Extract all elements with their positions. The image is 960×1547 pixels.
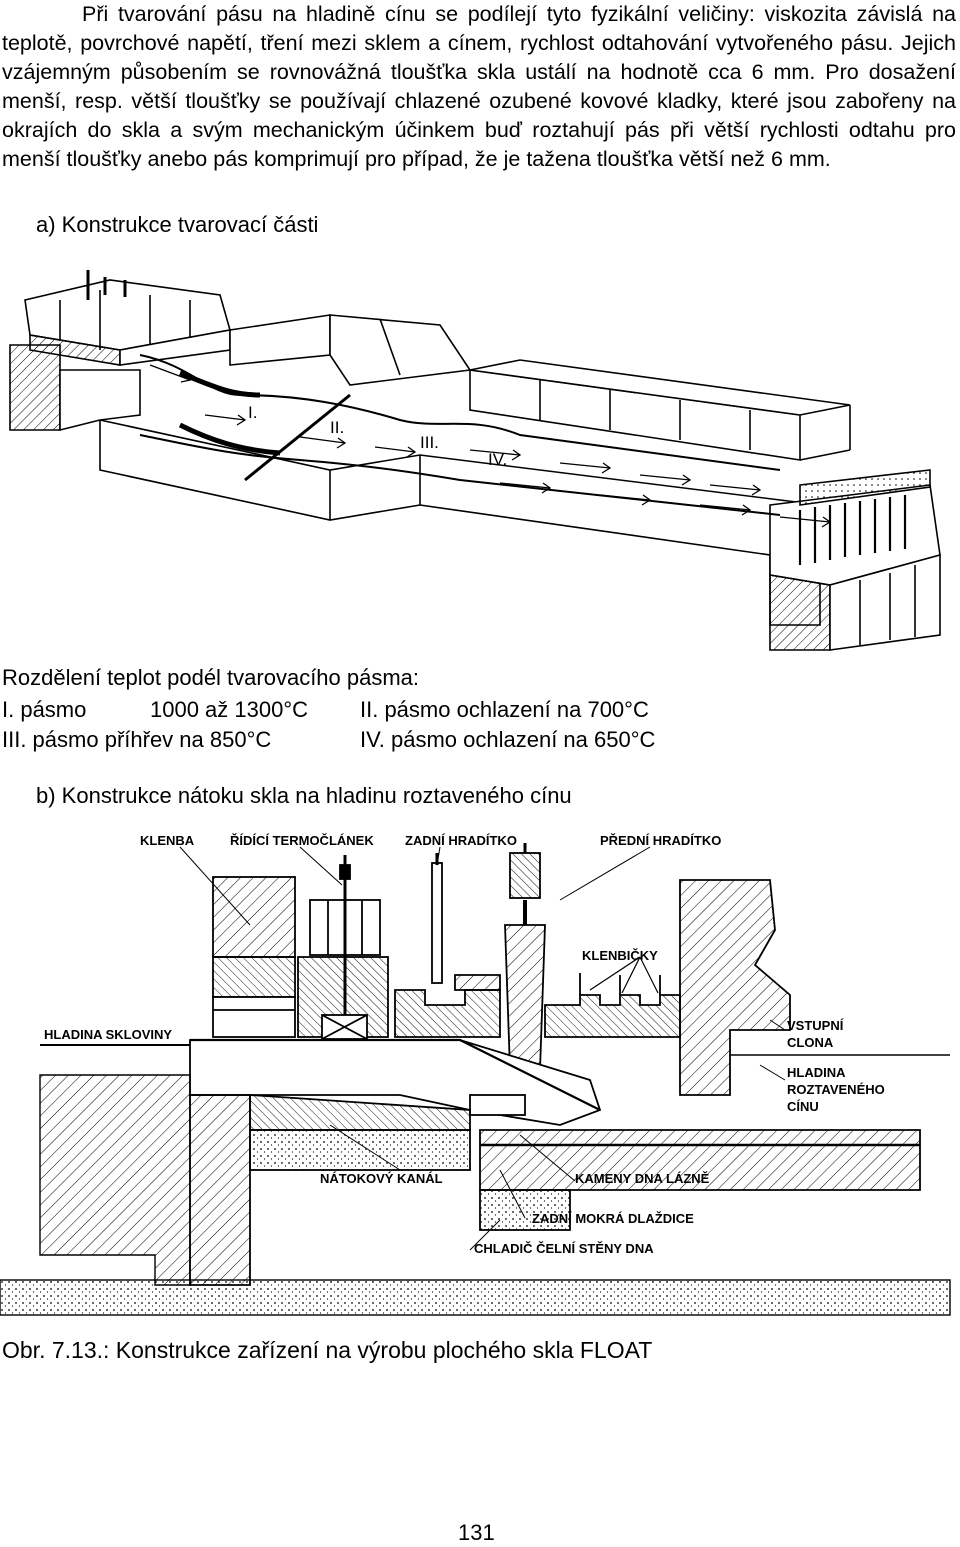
label-predni-hraditko: PŘEDNÍ HRADÍTKO bbox=[600, 833, 721, 848]
temp-zone-1: I. pásmo bbox=[2, 697, 87, 722]
figure-caption: Obr. 7.13.: Konstrukce zařízení na výrob… bbox=[2, 1337, 653, 1363]
temp-zone-4: IV. pásmo ochlazení na 650°C bbox=[360, 727, 656, 752]
zone-1-label: I. bbox=[248, 403, 257, 422]
label-termoclanek: ŘÍDÍCÍ TERMOČLÁNEK bbox=[230, 833, 374, 848]
label-klenbicky: KLENBIČKY bbox=[582, 948, 658, 963]
section-b-heading: b) Konstrukce nátoku skla na hladinu roz… bbox=[36, 783, 572, 808]
label-hladina-skloviny: HLADINA SKLOVINY bbox=[44, 1027, 172, 1042]
zone-2-label: II. bbox=[330, 418, 344, 437]
label-hladina-cinu-2: ROZTAVENÉHO bbox=[787, 1082, 885, 1097]
label-zadni-hraditko: ZADNÍ HRADÍTKO bbox=[405, 833, 517, 848]
temp-title: Rozdělení teplot podél tvarovacího pásma… bbox=[2, 665, 420, 690]
section-a-heading: a) Konstrukce tvarovací části bbox=[36, 212, 319, 237]
temp-zone-1-value: 1000 až 1300°C bbox=[150, 697, 309, 722]
label-natokovy-kanal: NÁTOKOVÝ KANÁL bbox=[320, 1171, 443, 1186]
temp-zone-2: II. pásmo ochlazení na 700°C bbox=[360, 697, 649, 722]
label-hladina-cinu-3: CÍNU bbox=[787, 1099, 819, 1114]
label-kameny-dna: KAMENY DNA LÁZNĚ bbox=[575, 1171, 710, 1186]
label-chladic: CHLADIČ ČELNÍ STĚNY DNA bbox=[474, 1241, 654, 1256]
forming-section-diagram: I. II. III. IV. bbox=[9, 270, 941, 651]
label-klenba: KLENBA bbox=[140, 833, 195, 848]
inflow-section-diagram: KLENBA ŘÍDÍCÍ TERMOČLÁNEK ZADNÍ HRADÍTKO… bbox=[0, 833, 951, 1316]
label-hladina-cinu-1: HLADINA bbox=[787, 1065, 846, 1080]
zone-4-label: IV. bbox=[488, 450, 507, 469]
label-zadni-dlazdice: ZADNÍ MOKRÁ DLAŽDICE bbox=[532, 1211, 694, 1226]
label-vstupni-clona-2: CLONA bbox=[787, 1035, 834, 1050]
page-number: 131 bbox=[458, 1520, 495, 1545]
zone-3-label: III. bbox=[420, 433, 439, 452]
intro-paragraph: Při tvarování pásu na hladině cínu se po… bbox=[2, 2, 956, 171]
label-vstupni-clona-1: VSTUPNÍ bbox=[787, 1018, 844, 1033]
temp-zone-3: III. pásmo příhřev na 850°C bbox=[2, 727, 272, 752]
